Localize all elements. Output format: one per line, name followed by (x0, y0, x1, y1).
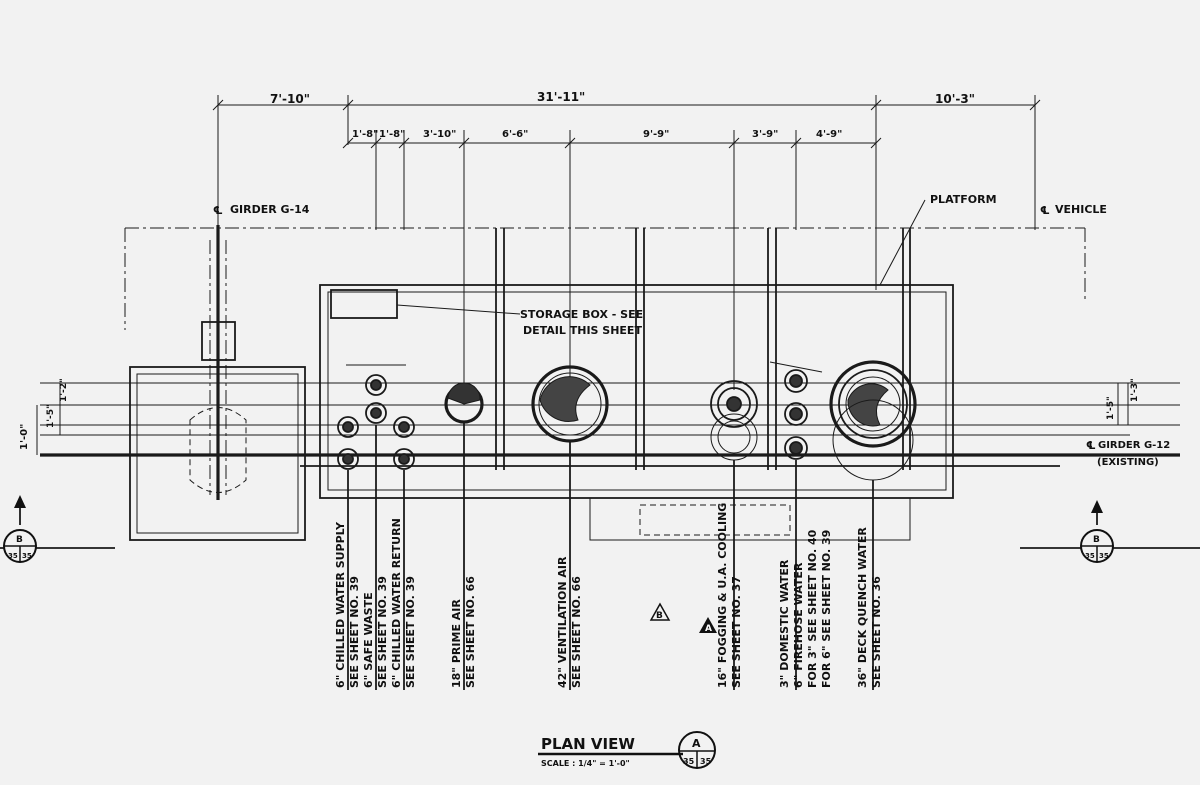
pipe-label-prime-air: 18" PRIME AIR (450, 599, 463, 688)
vehicle-label: VEHICLE (1055, 203, 1107, 216)
pipe-ref-firehose-6: FOR 6" SEE SHEET NO. 39 (820, 530, 833, 688)
section-tag-right-sheet-l: 35 (1085, 552, 1095, 560)
dim-spacing-3: 3'-10" (423, 129, 456, 140)
section-tag-left: B 35 35 (0, 495, 115, 563)
dim-vert-2: 1'-5" (46, 404, 56, 428)
marker-a-icon: A (699, 617, 717, 634)
pipe-ref-fogging: SEE SHEET NO. 37 (730, 576, 743, 688)
view-tag-letter: A (692, 737, 701, 750)
dim-vert-1: 1'-0" (19, 424, 30, 450)
girder-g12-label: GIRDER G-12 (1098, 440, 1170, 451)
overall-dimension-chain (212, 95, 1041, 290)
pipe-ref-ventilation-air: SEE SHEET NO. 66 (570, 576, 583, 688)
storage-box (330, 289, 398, 319)
section-tag-left-sheet-r: 35 (22, 552, 32, 560)
svg-text:B: B (656, 611, 663, 621)
vehicle-centerline-icon: ℄ (1040, 204, 1050, 217)
pipe-label-firehose: 6" FIREHOSE WATER (792, 562, 805, 688)
pipe-safe-waste (346, 364, 406, 424)
svg-text:A: A (705, 624, 712, 634)
storage-box-label-2: DETAIL THIS SHEET (523, 324, 642, 337)
dim-spacing-1: 1'-8" (352, 129, 378, 140)
pipe-ref-deck-quench: SEE SHEET NO. 36 (870, 576, 883, 688)
dim-overall-right: 10'-3" (935, 92, 975, 106)
pipe-label-chilled-return: 6" CHILLED WATER RETURN (390, 518, 403, 688)
vertical-dims (36, 383, 1129, 455)
drawing-scale: SCALE : 1/4" = 1'-0" (541, 759, 630, 768)
section-tag-left-sheet-l: 35 (8, 552, 18, 560)
section-tag-right: B 35 35 (1020, 500, 1200, 563)
pipe-ref-chilled-return: SEE SHEET NO. 39 (404, 576, 417, 688)
pipe-chilled-water-return (393, 416, 415, 470)
pipe-ref-firehose-3: FOR 3" SEE SHEET NO. 40 (806, 529, 819, 688)
pipe-ref-chilled-supply: SEE SHEET NO. 39 (348, 576, 361, 688)
pipe-run-lines (40, 382, 1180, 467)
pipe-ref-safe-waste: SEE SHEET NO. 39 (376, 576, 389, 688)
dim-overall-center: 31'-11" (537, 90, 585, 104)
vehicle-outline (124, 227, 1086, 330)
dim-spacing-5: 9'-9" (643, 129, 669, 140)
view-tag-right: 35 (700, 757, 712, 766)
pipe-chilled-water-supply (337, 416, 359, 470)
pipe-leader-lines (347, 423, 874, 690)
section-tag-right-sheet-r: 35 (1099, 552, 1109, 560)
girder-g12-centerline-icon: ℄ (1086, 439, 1096, 452)
girder-g14-centerline-icon: ℄ (213, 204, 223, 217)
girder-g12-note: (EXISTING) (1097, 457, 1159, 468)
pipe-ventilation-air (531, 365, 609, 443)
drawing-title: PLAN VIEW (541, 735, 635, 753)
marker-b-icon: B (649, 602, 671, 621)
dim-spacing-7: 4'-9" (816, 129, 842, 140)
pipe-ref-prime-air: SEE SHEET NO. 66 (464, 576, 477, 688)
view-tag: A 35 35 (678, 731, 716, 769)
dim-spacing-6: 3'-9" (752, 129, 778, 140)
pipe-label-deck-quench: 36" DECK QUENCH WATER (856, 527, 869, 688)
storage-box-label-1: STORAGE BOX - SEE (520, 308, 643, 321)
pipe-label-domestic-water: 3" DOMESTIC WATER (778, 559, 791, 688)
spacing-dimension-chain (342, 130, 882, 390)
storage-box-leader (396, 304, 521, 315)
dim-overall-left: 7'-10" (270, 92, 310, 106)
dim-vert-4: 1'-5" (1106, 396, 1116, 420)
view-tag-left: 35 (683, 757, 695, 766)
girder-g14-label: GIRDER G-14 (230, 203, 310, 216)
section-tag-left-letter: B (16, 535, 23, 545)
pipe-label-chilled-supply: 6" CHILLED WATER SUPPLY (334, 521, 347, 688)
section-tag-right-letter: B (1093, 535, 1100, 545)
pipe-deck-quench-water (829, 360, 917, 481)
pipe-label-safe-waste: 6" SAFE WASTE (362, 592, 375, 688)
platform-structure (319, 228, 954, 541)
dim-vert-3: 1'-2" (59, 378, 69, 402)
pipe-label-ventilation-air: 42" VENTILATION AIR (556, 556, 569, 688)
dim-spacing-2: 1'-8" (379, 129, 405, 140)
pipe-label-fogging: 16" FOGGING & U.A. COOLING (716, 503, 729, 688)
dim-spacing-4: 6'-6" (502, 129, 528, 140)
pipe-domestic-firehose (769, 361, 823, 460)
dim-vert-5: 1'-3" (1130, 378, 1140, 402)
pipe-prime-air (444, 382, 484, 424)
platform-label: PLATFORM (930, 193, 997, 206)
